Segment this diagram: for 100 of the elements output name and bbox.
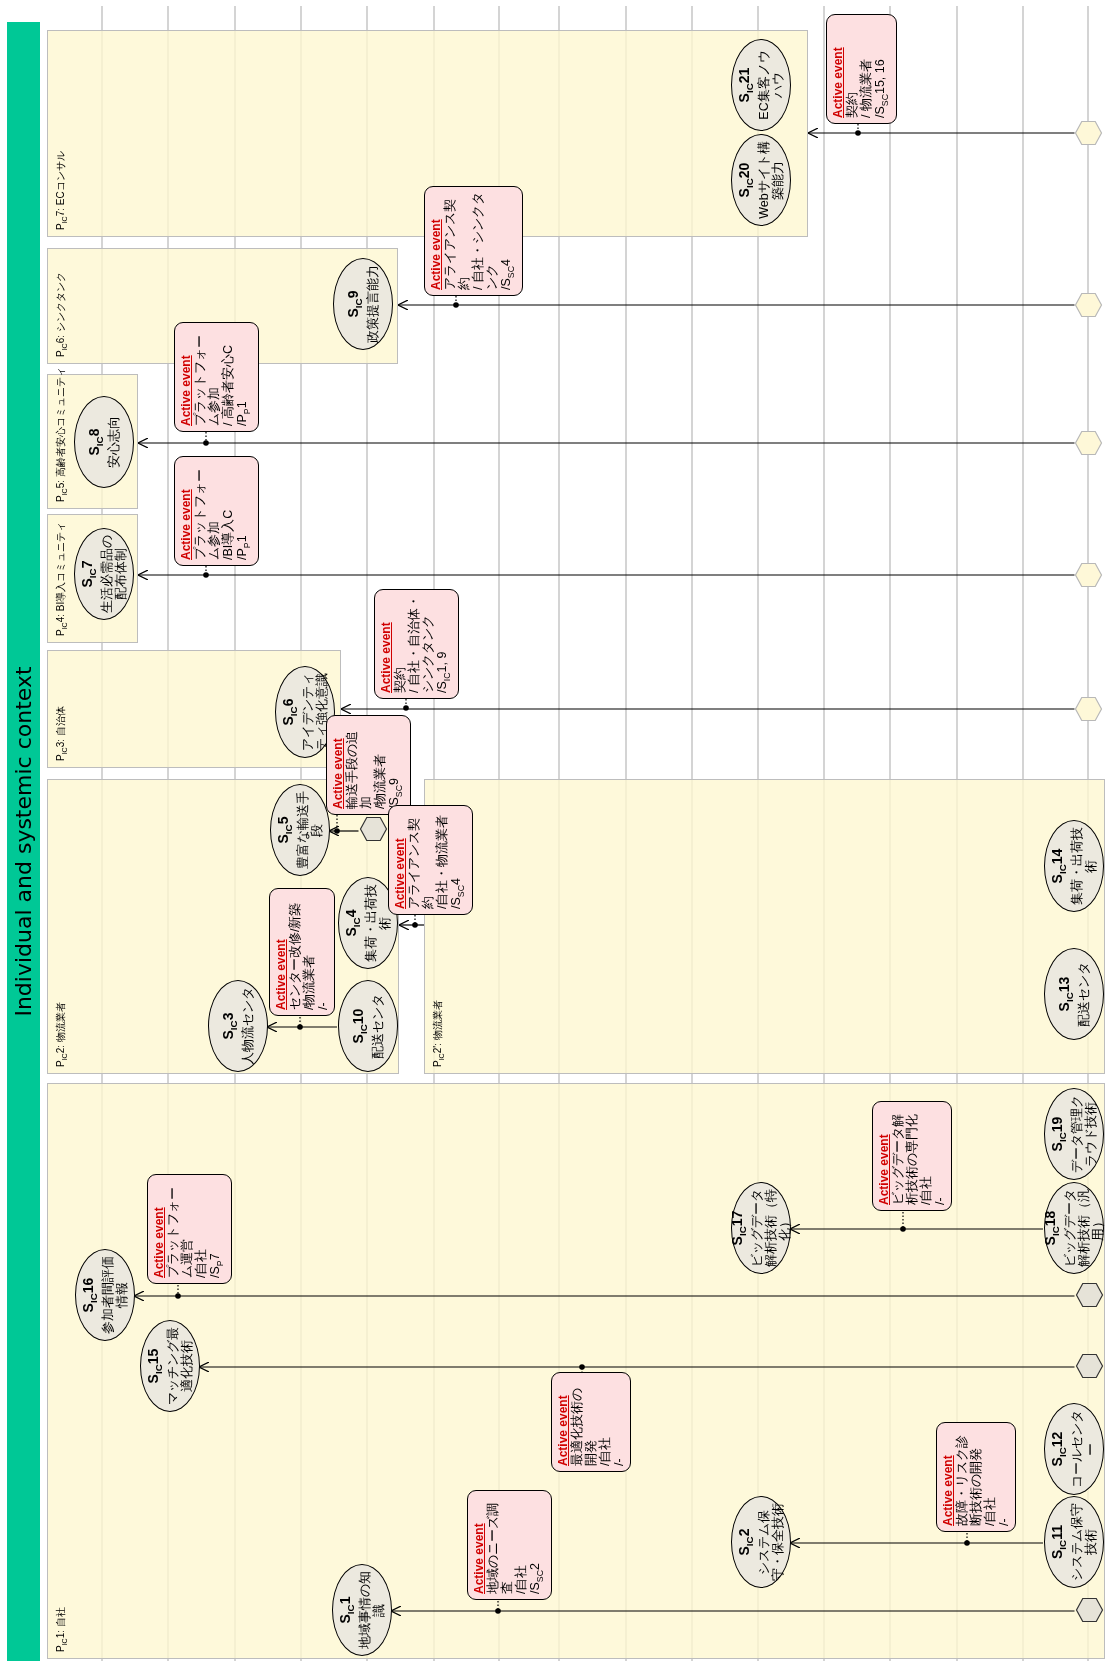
event-heading: Active event: [393, 838, 407, 909]
event-heading: Active event: [429, 219, 443, 290]
event-text: ビッグデータ解析技術の専門化: [891, 1113, 919, 1205]
event-text: /-: [612, 1457, 626, 1466]
event-box: [872, 1101, 952, 1211]
event-text: / 物流業者: [859, 58, 873, 118]
state-label: 集荷・出荷技術: [1069, 826, 1098, 906]
event-heading: Active event: [556, 1395, 570, 1466]
event-box: [326, 715, 411, 815]
event-heading: Active event: [274, 939, 288, 1010]
state-label: 地域事情の知識: [357, 1570, 386, 1650]
state-label: 政策提言能力: [365, 264, 380, 344]
leader-line: [964, 1532, 970, 1546]
event-text: アライアンス契約: [407, 817, 435, 909]
state-label: コールセンター: [1069, 1409, 1098, 1489]
event-box: [147, 1174, 232, 1284]
event-text: センター改修/新築: [288, 901, 302, 1010]
state-label: ビッグデータ解析技術（特化）: [749, 1188, 792, 1268]
event-text: /-: [997, 1517, 1011, 1526]
arrow: [137, 569, 1076, 581]
leader-line: [412, 914, 418, 928]
event-box: [374, 589, 459, 699]
arrow: [137, 437, 1076, 449]
event-heading: Active event: [379, 622, 393, 693]
arrow: [328, 825, 360, 837]
event-heading: Active event: [472, 1523, 486, 1594]
event-heading: Active event: [179, 489, 193, 560]
event-text: /物流業者: [302, 953, 316, 1010]
state-label: Webサイト構築能力: [756, 140, 785, 220]
event-text: 輸送手段の追加: [345, 730, 373, 809]
event-text: /BI導入C: [221, 508, 235, 560]
state-label: 配送センタ: [370, 992, 385, 1061]
event-box: [174, 456, 259, 566]
state-label: ビッグデータ解析技術（汎用）: [1062, 1188, 1105, 1268]
event-text: /物流業者: [373, 752, 387, 809]
state-label: 配送センタ: [1076, 960, 1091, 1029]
hexagon: [1075, 1283, 1103, 1307]
hexagon: [359, 817, 387, 841]
leader-line: [403, 698, 409, 711]
leader-line: [203, 431, 209, 446]
state-label: 人物流センタ: [240, 986, 255, 1066]
event-text: /自社: [983, 1495, 997, 1526]
event-text: /自社・物流業者: [435, 813, 449, 909]
hexagon: [1074, 293, 1102, 317]
leader-line: [855, 123, 861, 136]
event-heading: Active event: [831, 47, 845, 118]
event-text: 地域のニーズ調査: [486, 1502, 514, 1594]
event-heading: Active event: [152, 1207, 166, 1278]
leader-line: [900, 1211, 906, 1232]
leader-line: [453, 295, 459, 308]
hexagon: [1075, 1598, 1103, 1622]
event-box: [936, 1422, 1016, 1532]
state-label: 参加者間評価情報: [100, 1255, 129, 1335]
state-ellipse: [338, 980, 398, 1072]
event-box: [174, 322, 259, 432]
state-ellipse: [208, 980, 268, 1072]
event-heading: Active event: [941, 1455, 955, 1526]
state-label: 豊富な輸送手段: [295, 790, 324, 870]
state-label: システム保守技術: [1069, 1502, 1098, 1582]
event-text: プラットフォーム参加: [193, 334, 221, 426]
hexagon: [1075, 1354, 1103, 1378]
state-label: データ管理クラウド技術: [1069, 1094, 1098, 1174]
state-label: EC集客ノウハウ: [756, 49, 785, 122]
title: Individual and systemic context: [11, 666, 36, 1017]
hexagon: [1074, 121, 1102, 145]
event-text: プラットフォーム運営: [166, 1186, 194, 1278]
event-text: 故障・リスク診断技術の開発: [955, 1434, 983, 1526]
event-text: /自社: [598, 1435, 612, 1466]
state-label: システム保守・保全技術: [756, 1502, 785, 1582]
event-heading: Active event: [877, 1134, 891, 1205]
arrow: [340, 703, 1076, 715]
arrow: [398, 919, 425, 931]
event-text: /-: [933, 1196, 947, 1205]
state-label: 安心志向: [106, 415, 121, 470]
arrow: [789, 1537, 1044, 1549]
event-text: / 自社・自治体・シンクタンク: [407, 595, 435, 693]
event-box: [424, 186, 523, 296]
event-text: 契約: [845, 91, 859, 118]
state-label: 集荷・出荷技術: [363, 883, 392, 963]
leader-line: [297, 1016, 303, 1030]
leader-line: [495, 1600, 501, 1614]
state-label: マッチング最適化技術: [165, 1326, 194, 1406]
event-text: プラットフォーム参加: [193, 468, 221, 560]
event-text: /自社: [514, 1563, 528, 1594]
event-box: [269, 888, 335, 1016]
event-text: / 自社・シンクタンク: [471, 192, 499, 290]
arrow: [266, 1021, 338, 1033]
event-text: アライアンス契約: [443, 198, 471, 290]
hexagon: [1074, 697, 1102, 721]
arrow: [789, 1223, 1044, 1235]
leader-line: [175, 1284, 181, 1299]
event-heading: Active event: [179, 355, 193, 426]
event-text: /自社: [919, 1174, 933, 1205]
event-text: / 高齢者安心C: [221, 344, 235, 426]
panel: [47, 1083, 1105, 1659]
event-box: [467, 1490, 552, 1600]
event-text: /自社: [194, 1247, 208, 1278]
event-text: 最適化技術の開発: [570, 1387, 598, 1466]
panel: [47, 514, 138, 643]
state-label: 生活必需品の配布体制: [99, 534, 128, 614]
